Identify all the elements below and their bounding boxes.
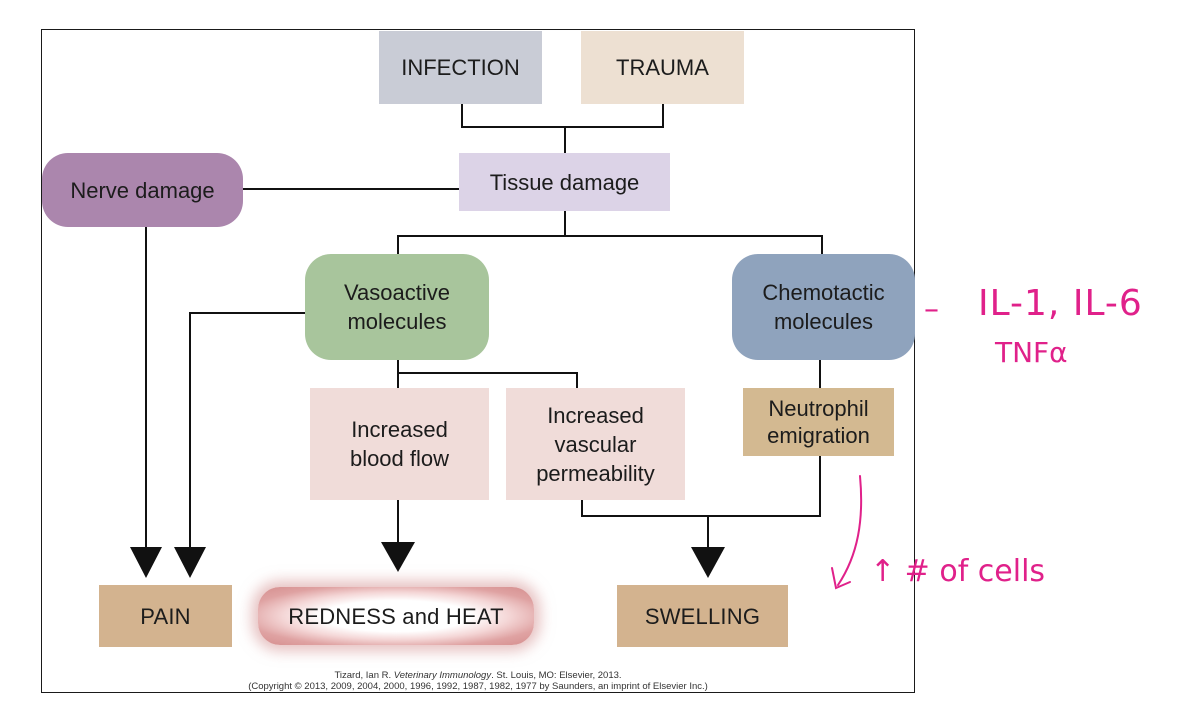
diagram-frame <box>41 29 915 693</box>
annotation-cells-note: ↑ # of cells <box>870 554 1046 589</box>
node-increased-vascular-permeability: Increased vascular permeability <box>506 388 685 500</box>
annotation-dash: – <box>924 292 939 327</box>
node-tissue-damage: Tissue damage <box>459 153 670 211</box>
node-vasoactive-line1: Vasoactive <box>344 280 450 305</box>
node-nerve-damage: Nerve damage <box>42 153 243 227</box>
node-nerve-damage-label: Nerve damage <box>70 177 215 203</box>
node-vascular-line1: Increased <box>547 402 644 428</box>
citation-author: Tizard, Ian R. <box>334 670 394 681</box>
node-vasoactive-line2: molecules <box>347 309 447 334</box>
node-swelling-label: SWELLING <box>644 603 761 629</box>
node-infection-label: INFECTION <box>401 55 520 80</box>
node-pain: PAIN <box>99 585 232 647</box>
annotation-cytokines-line1: IL-1, IL-6 <box>978 283 1143 324</box>
node-chemotactic-line2: molecules <box>773 309 874 334</box>
node-chemotactic-molecules: Chemotactic molecules <box>732 254 915 360</box>
node-blood-flow-line1: Increased <box>351 417 448 442</box>
citation-title: Veterinary Immunology <box>393 670 492 681</box>
node-trauma: TRAUMA <box>581 31 744 104</box>
node-swelling: SWELLING <box>617 585 788 647</box>
node-pain-label: PAIN <box>140 603 191 629</box>
node-vascular-line3: permeability <box>536 460 655 486</box>
node-tissue-damage-label: Tissue damage <box>489 169 640 195</box>
node-redness-heat: REDNESS and HEAT <box>258 587 534 645</box>
citation-publisher: . St. Louis, MO: Elsevier, 2013. <box>491 670 622 681</box>
node-infection: INFECTION <box>379 31 542 104</box>
node-neutrophil-line2: emigration <box>767 423 870 448</box>
citation: Tizard, Ian R. Veterinary Immunology. St… <box>41 670 915 692</box>
node-neutrophil-emigration: Neutrophil emigration <box>743 388 894 456</box>
node-chemotactic-line1: Chemotactic <box>762 280 885 305</box>
node-increased-blood-flow: Increased blood flow <box>310 388 489 500</box>
citation-line2: (Copyright © 2013, 2009, 2004, 2000, 199… <box>248 681 708 692</box>
node-neutrophil-line1: Neutrophil <box>768 396 869 421</box>
annotation-cytokines-line2: TNFα <box>995 336 1068 369</box>
node-vascular-line2: vascular <box>554 431 637 457</box>
citation-line1: Tizard, Ian R. Veterinary Immunology. St… <box>41 670 915 681</box>
node-redness-heat-label: REDNESS and HEAT <box>288 603 504 629</box>
node-blood-flow-line2: blood flow <box>349 446 450 471</box>
node-vasoactive-molecules: Vasoactive molecules <box>305 254 489 360</box>
node-trauma-label: TRAUMA <box>616 55 709 80</box>
